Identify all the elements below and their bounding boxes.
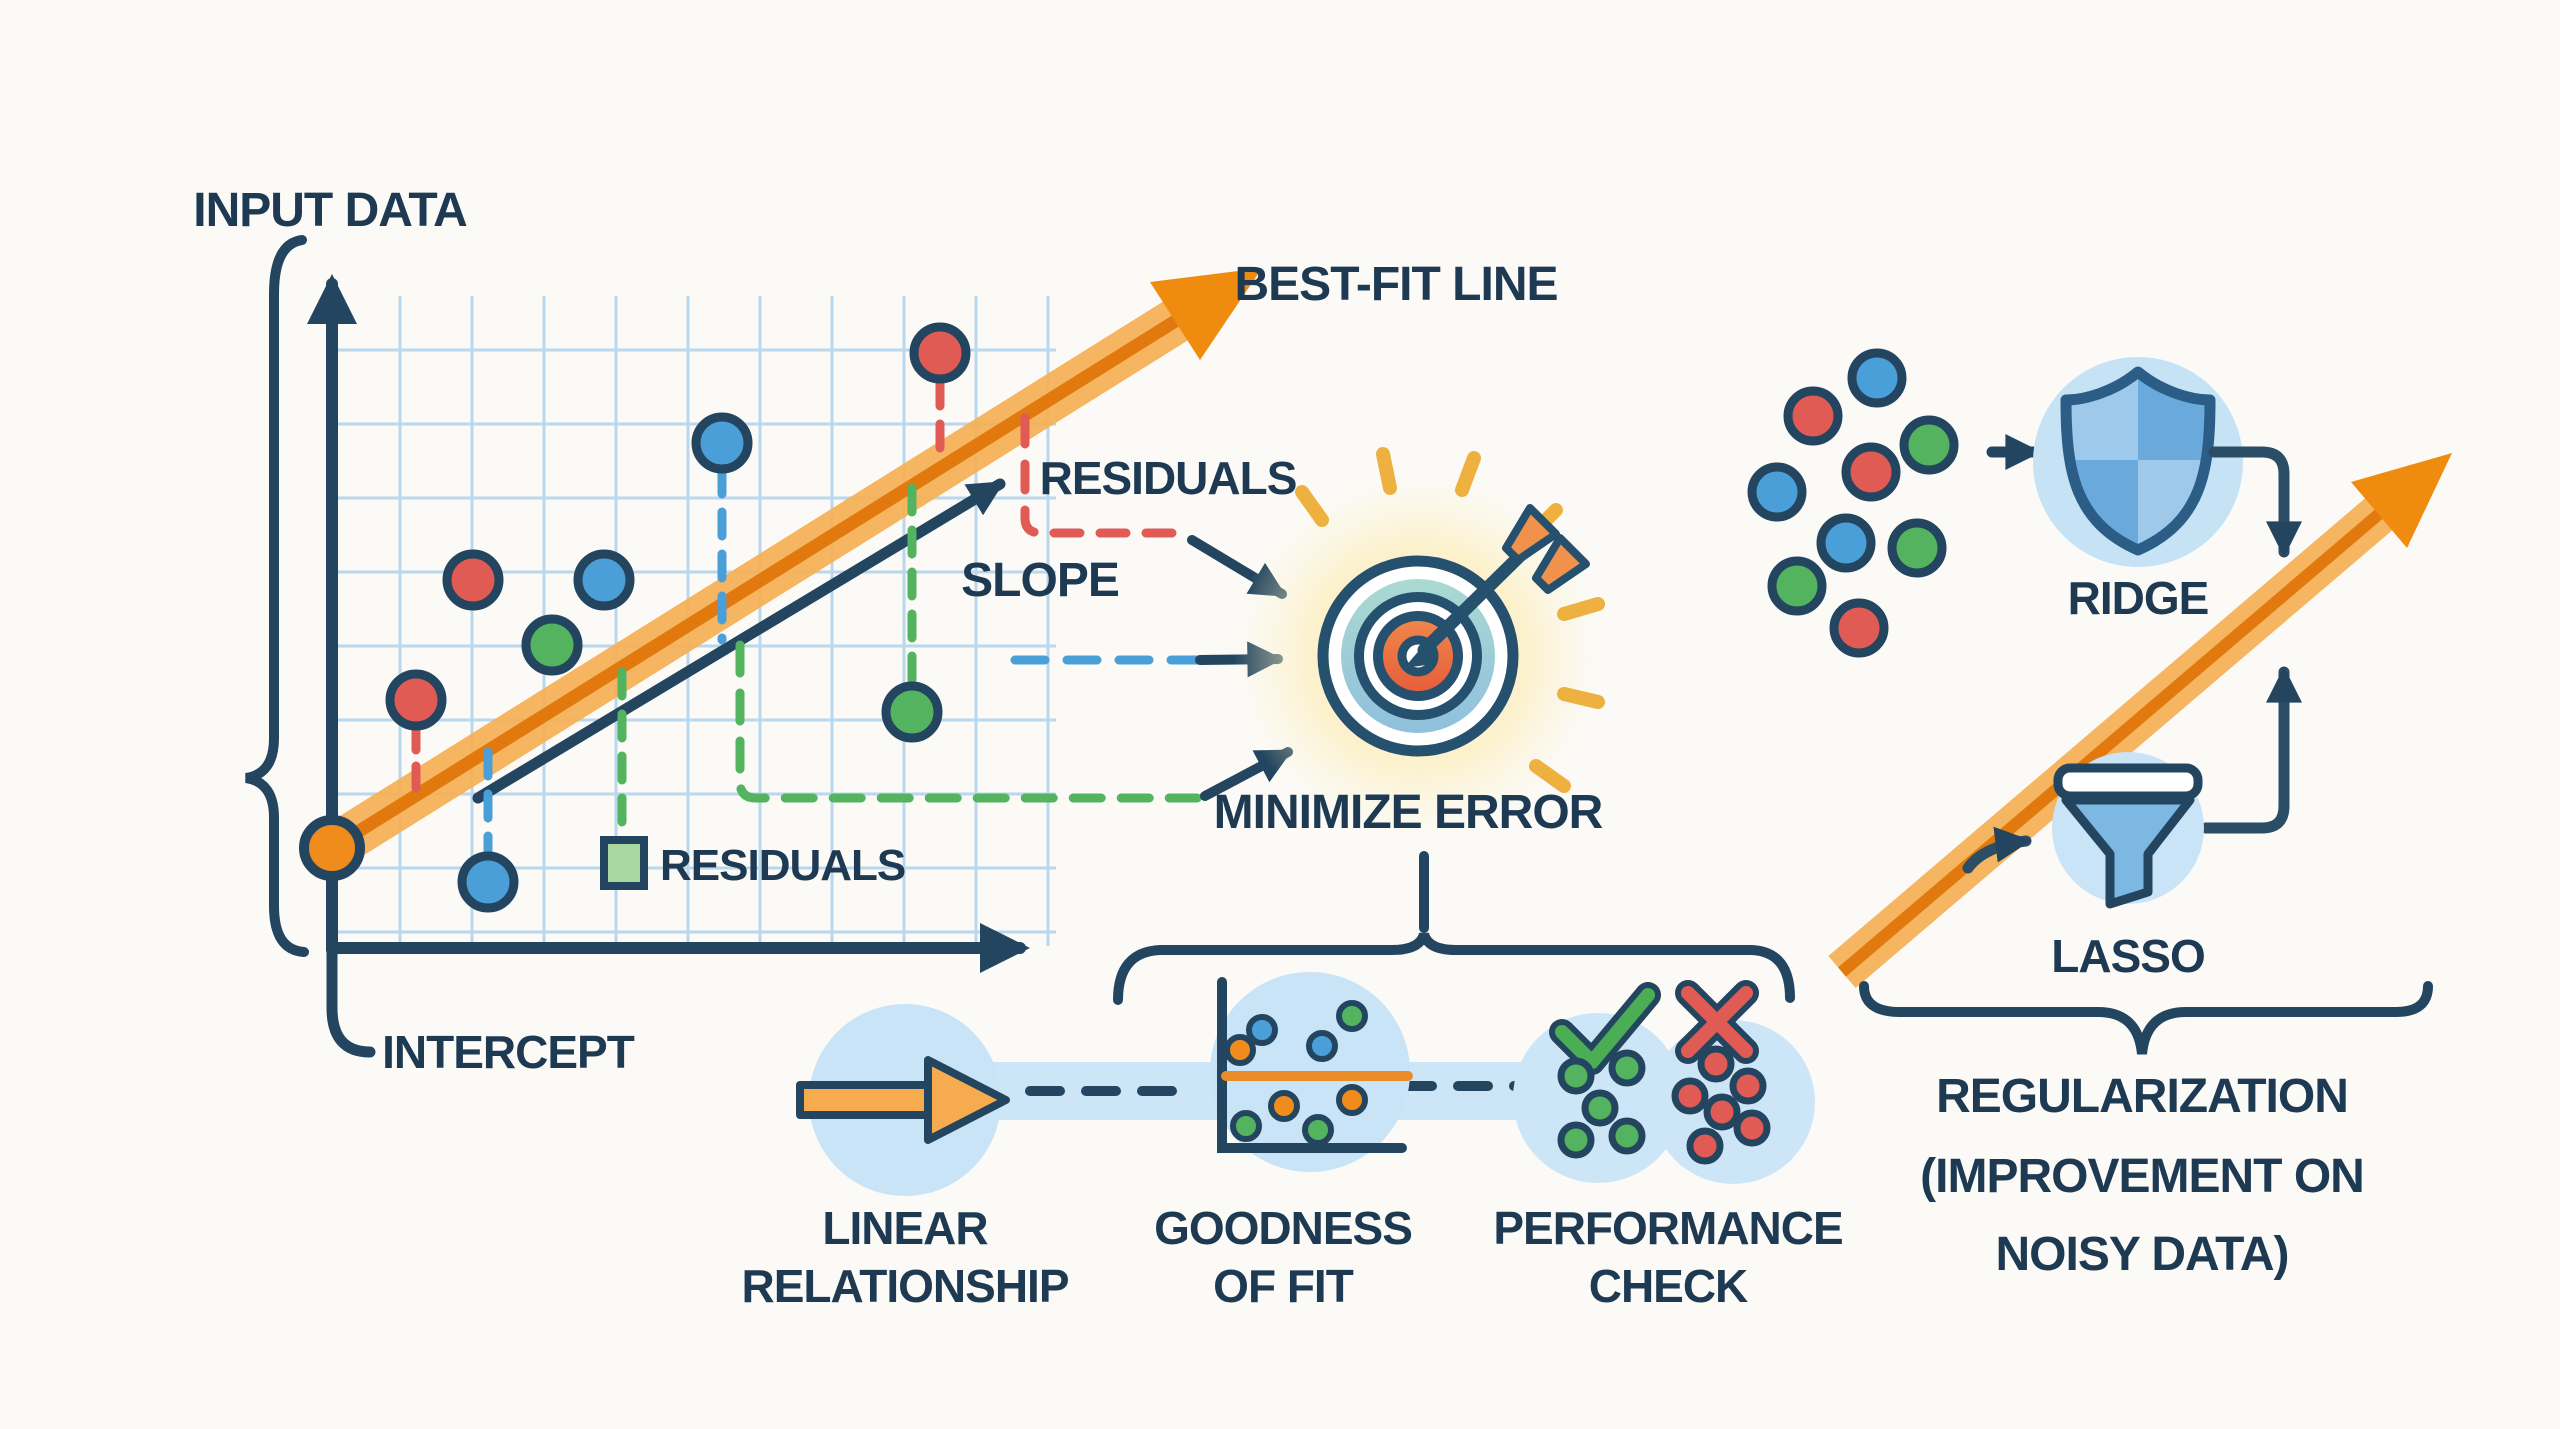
data-point-green (1557, 1057, 1595, 1095)
data-point-green (1302, 1114, 1334, 1146)
right-arrow-icon (796, 1056, 1010, 1144)
pc-red-dots (1671, 1045, 1771, 1165)
goodness-of-fit-icon (1210, 972, 1413, 1172)
data-point-red (1783, 386, 1843, 446)
input-data-label: INPUT DATA (193, 184, 467, 237)
data-point-green (1608, 1049, 1646, 1087)
data-point-orange (299, 815, 365, 881)
data-point-blue (1816, 513, 1876, 573)
data-point-green (1557, 1121, 1595, 1159)
data-point-blue (1747, 462, 1807, 522)
callout-dash-green (735, 640, 1207, 803)
target-icon (1233, 447, 1605, 841)
data-point-blue (573, 549, 635, 611)
data-point-orange (1224, 1034, 1256, 1066)
performance-check-label-1: PERFORMANCE (1493, 1202, 1842, 1254)
data-point-red (442, 549, 504, 611)
data-point-green (1887, 518, 1947, 578)
ridge-label: RIDGE (2068, 572, 2209, 624)
data-point-blue (457, 851, 519, 913)
noisy-cluster (1747, 348, 1959, 658)
data-point-green (1230, 1110, 1262, 1142)
performance-check-label-2: CHECK (1589, 1260, 1748, 1312)
residuals-legend-swatch (600, 836, 648, 890)
performance-check-icon (1513, 980, 1815, 1184)
lasso-funnel-icon (2052, 752, 2204, 909)
data-point-green (1336, 1000, 1368, 1032)
residuals-top-label: RESIDUALS (1040, 452, 1297, 504)
goodness-of-fit-label-1: GOODNESS (1154, 1202, 1412, 1254)
data-point-red (1703, 1093, 1741, 1131)
regularization-label-3: NOISY DATA) (1995, 1228, 2288, 1281)
callout-dash-red (1020, 413, 1191, 538)
regularized-arrowhead-icon (2351, 453, 2452, 548)
data-point-green (1608, 1117, 1646, 1155)
data-point-blue (1246, 1014, 1278, 1046)
linear-relationship-icon (796, 1004, 1010, 1196)
data-point-green (881, 681, 943, 743)
regularized-line-arrow (1828, 453, 2452, 988)
target-dart-icon (1404, 504, 1590, 668)
data-point-red (385, 669, 447, 731)
linear-relationship-label-2: RELATIONSHIP (741, 1260, 1068, 1312)
best-fit-arrowhead-icon (1150, 268, 1262, 360)
data-point-red (1697, 1045, 1735, 1083)
x-mark-icon (1675, 980, 1759, 1064)
minimize-error-label: MINIMIZE ERROR (1214, 786, 1603, 839)
data-point-orange (1268, 1090, 1300, 1122)
plot-grid (336, 296, 1056, 946)
y-axis-intercept-elbow (326, 940, 376, 1058)
intercept-label: INTERCEPT (382, 1026, 635, 1078)
slope-label: SLOPE (961, 554, 1119, 607)
data-point-blue (691, 412, 753, 474)
data-point-blue (1847, 348, 1907, 408)
data-point-red (1729, 1067, 1767, 1105)
residuals-legend-label: RESIDUALS (660, 841, 905, 890)
scatter-dots (385, 322, 971, 913)
checkmark-icon (1549, 982, 1661, 1075)
input-data-brace (244, 235, 309, 957)
data-point-red (1686, 1127, 1724, 1165)
data-point-orange (1336, 1084, 1368, 1116)
data-point-red (1841, 442, 1901, 502)
residuals-legend: RESIDUALS (600, 836, 906, 890)
intercept-dot (299, 815, 365, 881)
data-point-blue (1306, 1030, 1338, 1062)
data-point-green (1581, 1089, 1619, 1127)
lasso-label: LASSO (2051, 930, 2204, 982)
data-point-green (1767, 556, 1827, 616)
gof-dots (1224, 1000, 1368, 1146)
ridge-to-line-connector (2208, 446, 2302, 558)
linear-relationship-label-1: LINEAR (822, 1202, 988, 1254)
axes (307, 274, 1030, 1058)
data-point-green (1899, 415, 1959, 475)
regularization-brace (1859, 981, 2433, 1055)
lasso-to-line-connector (2200, 666, 2302, 834)
data-point-red (909, 322, 971, 384)
data-point-red (1671, 1077, 1709, 1115)
regularization-label-1: REGULARIZATION (1936, 1070, 2348, 1123)
data-point-red (1733, 1109, 1771, 1147)
data-point-red (1829, 598, 1889, 658)
pc-green-dots (1557, 1049, 1646, 1159)
line-to-lasso-arrow (1962, 826, 2032, 874)
goodness-of-fit-label-2: OF FIT (1213, 1260, 1354, 1312)
data-point-green (521, 614, 583, 676)
best-fit-line-arrow (319, 268, 1262, 868)
regularization-label-2: (IMPROVEMENT ON (1920, 1150, 2364, 1203)
best-fit-line-label: BEST-FIT LINE (1235, 258, 1558, 311)
ridge-shield-icon (2033, 357, 2243, 567)
bottom-brace (1113, 932, 1795, 1005)
